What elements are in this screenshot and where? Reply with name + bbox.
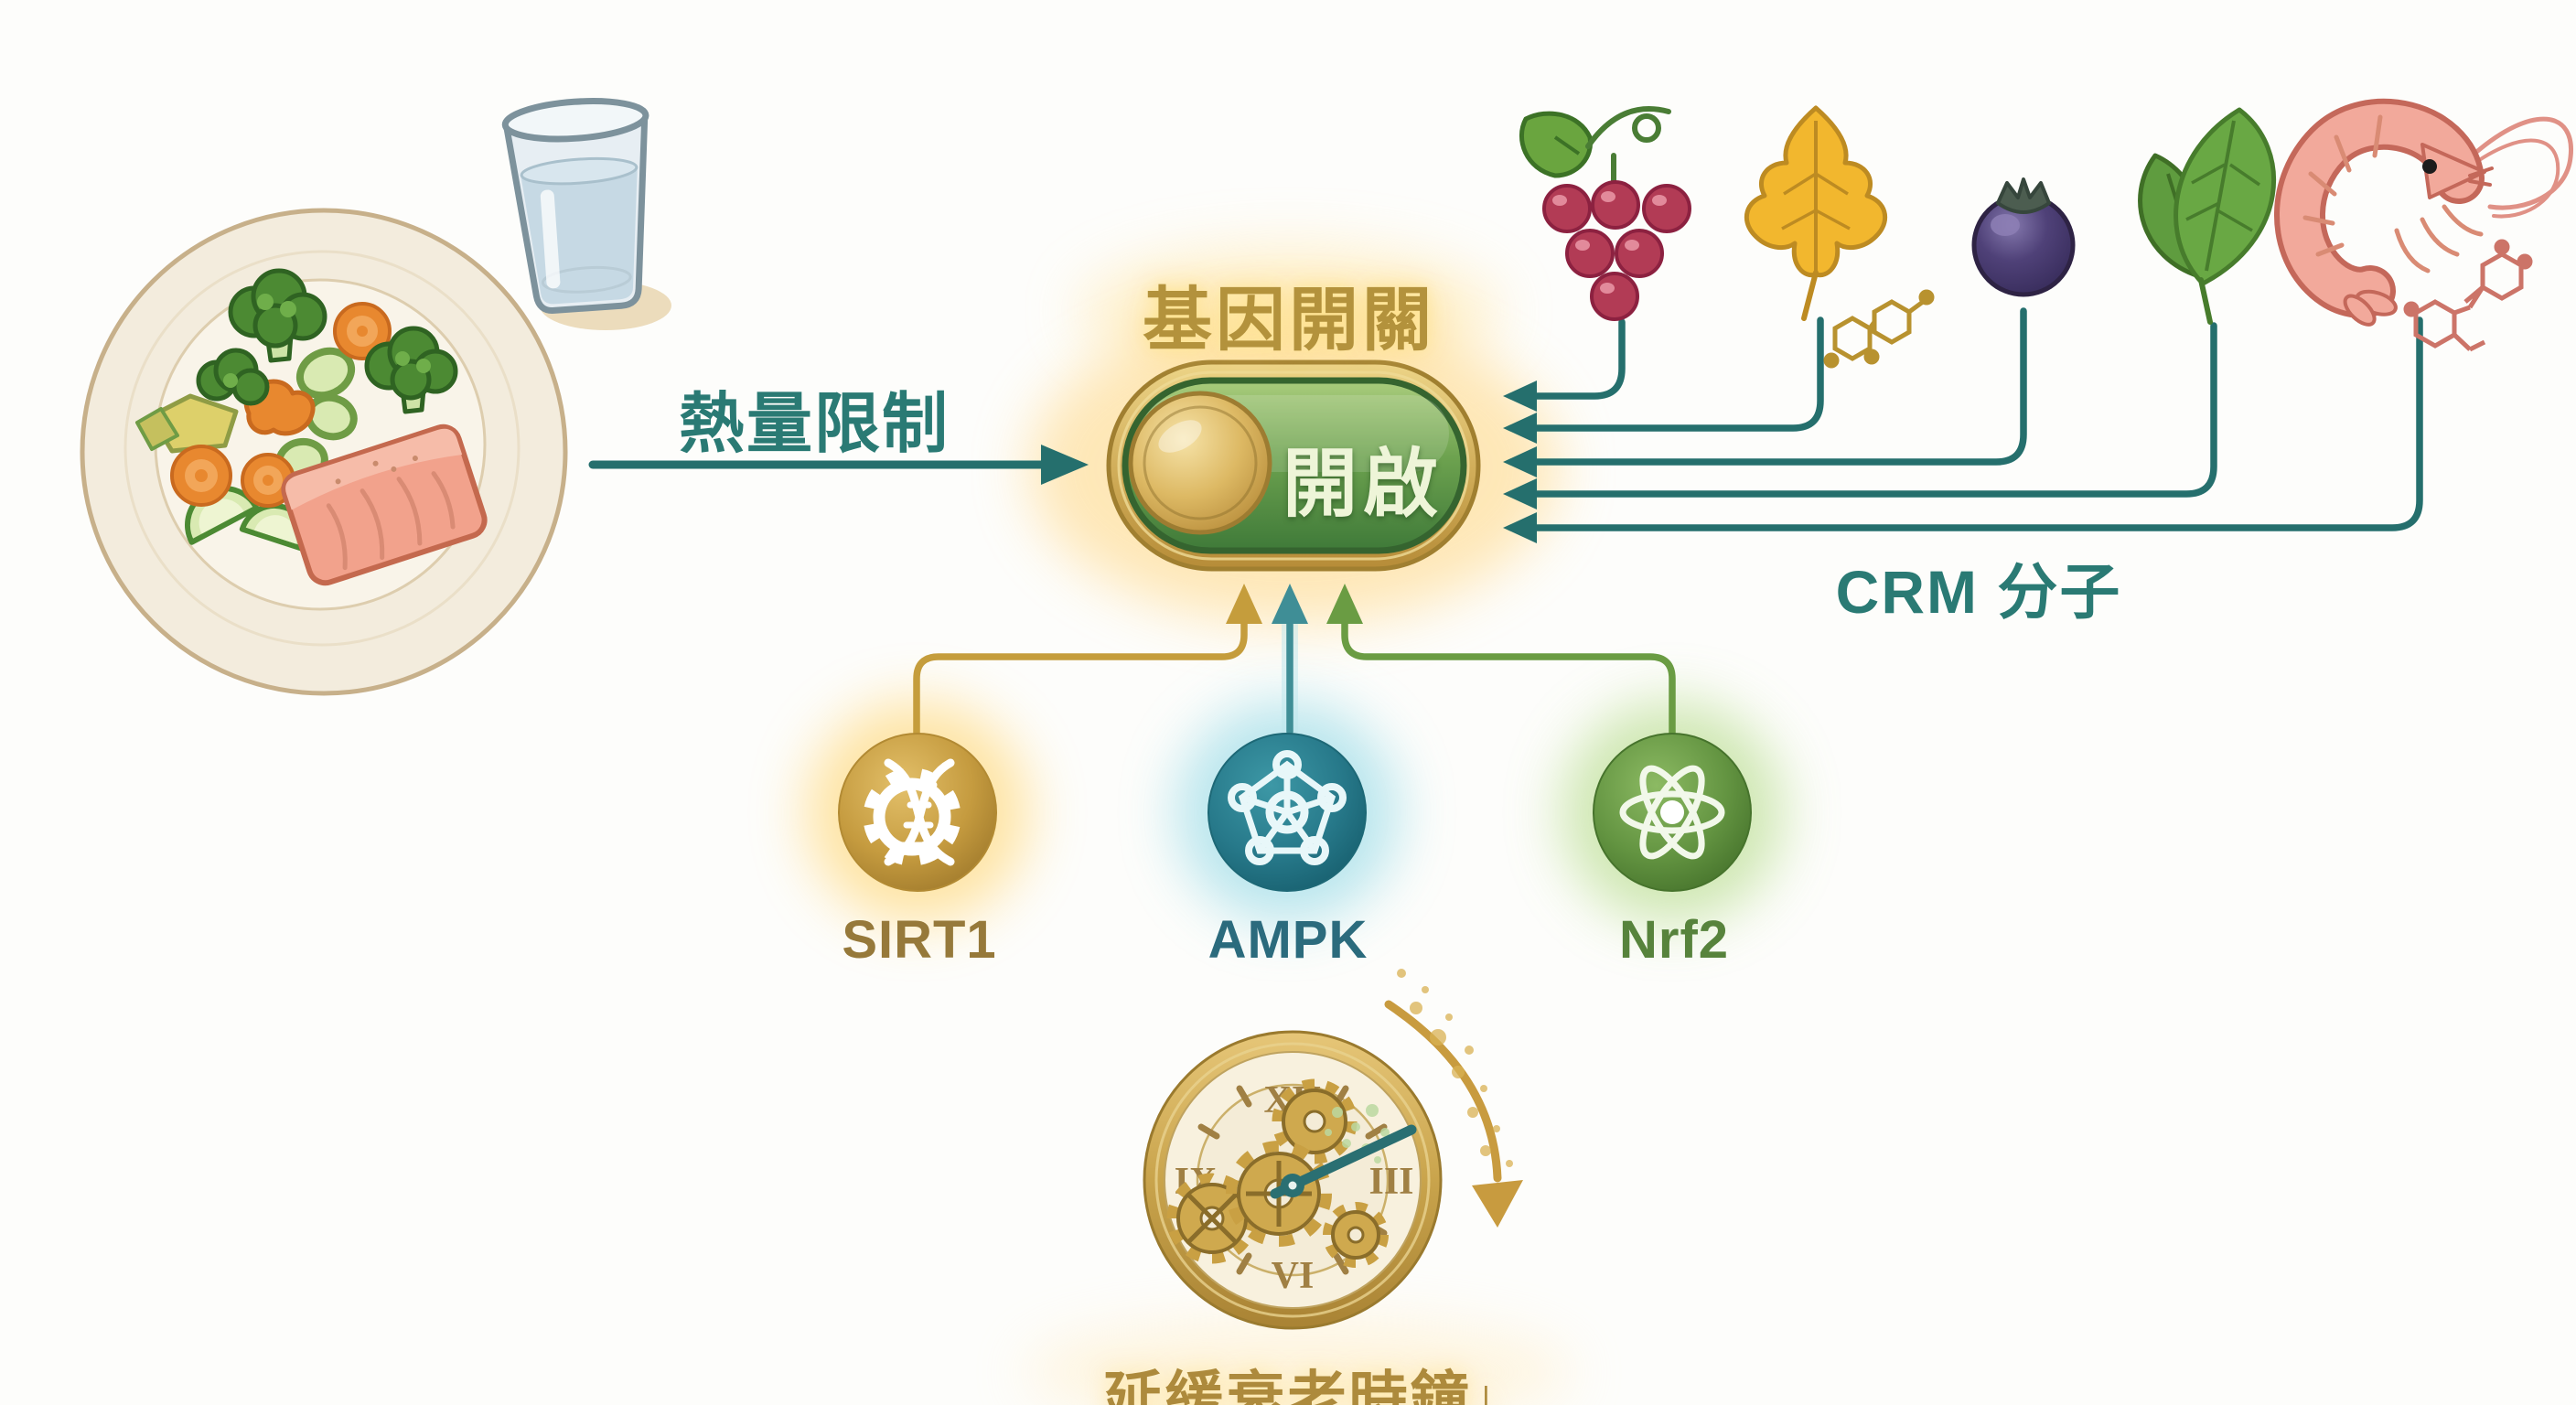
switch-state-label: 開啟 xyxy=(1282,443,1444,526)
salmon-fillet-icon xyxy=(281,424,488,586)
caloric-restriction-arrow xyxy=(588,445,1089,485)
grape-vine xyxy=(1585,106,1671,149)
crm-arrow-oak-leaf xyxy=(1530,316,1824,432)
gold-sparkles xyxy=(1397,969,1513,1167)
shrimp-tail xyxy=(2343,289,2398,327)
clock-numeral-3: III xyxy=(1368,1161,1413,1203)
quercetin-molecule-icon xyxy=(1823,289,1935,369)
blueberry-crown xyxy=(1996,177,2051,214)
tea-leaves-icon xyxy=(2138,107,2277,325)
pathway-arrows xyxy=(913,584,1676,741)
crm-arrow-blueberry xyxy=(1530,307,2027,466)
crm-arrows xyxy=(1530,307,2423,531)
sirt1-label: SIRT1 xyxy=(842,910,997,970)
nrf2-circle xyxy=(1593,733,1752,892)
squash-piece-icon xyxy=(135,393,239,454)
oak-leaf-icon xyxy=(1744,105,1935,369)
nrf2-label: Nrf2 xyxy=(1618,910,1730,970)
astaxanthin-molecule-icon xyxy=(2403,239,2533,352)
shrimp-eye xyxy=(2422,159,2437,174)
crm-arrow-shrimp xyxy=(1530,316,2423,531)
nrf2-arrow xyxy=(1341,618,1676,741)
ampk-label: AMPK xyxy=(1208,910,1368,970)
sirt1-circle xyxy=(838,733,997,892)
ampk-circle xyxy=(1208,733,1367,892)
atom-icon xyxy=(1619,765,1725,860)
aging-clock-icon: XII III VI IX xyxy=(1143,1030,1443,1330)
clock-gears xyxy=(1166,1078,1389,1268)
clock-label-glow xyxy=(1025,1317,1573,1405)
time-decline-arrow xyxy=(1384,969,1523,1228)
gear-dna-icon xyxy=(863,758,961,866)
grape-leaf xyxy=(1519,111,1594,178)
crm-arrow-tea-leaves xyxy=(1530,322,2217,498)
grapes-icon xyxy=(1519,106,1691,321)
slow-aging-clock-label: 延緩衰老時鐘↓ xyxy=(1103,1366,1504,1405)
broccoli-icon xyxy=(196,268,458,414)
switch-knob xyxy=(1128,391,1272,535)
blueberry-icon xyxy=(1971,177,2076,297)
shrimp-icon xyxy=(2274,98,2573,352)
meal-plate xyxy=(80,208,568,696)
plate-inner-edge xyxy=(123,250,521,647)
clock-numeral-6: VI xyxy=(1272,1255,1315,1297)
gene-switch-title: 基因開關 xyxy=(1143,282,1435,359)
crm-arrowheads xyxy=(1503,381,1537,543)
crm-arrow-grapes xyxy=(1530,318,1626,400)
crm-molecules-label: CRM 分子 xyxy=(1835,558,2122,626)
shrimp-antenna xyxy=(2472,116,2573,210)
sirt1-arrow xyxy=(913,618,1248,741)
clock-hand xyxy=(1287,1124,1417,1191)
gene-switch xyxy=(1106,359,1481,572)
caloric-restriction-label: 熱量限制 xyxy=(678,388,950,461)
water-glass-icon xyxy=(501,98,671,330)
shrimp-legs xyxy=(2394,204,2484,273)
network-icon xyxy=(1228,750,1347,865)
